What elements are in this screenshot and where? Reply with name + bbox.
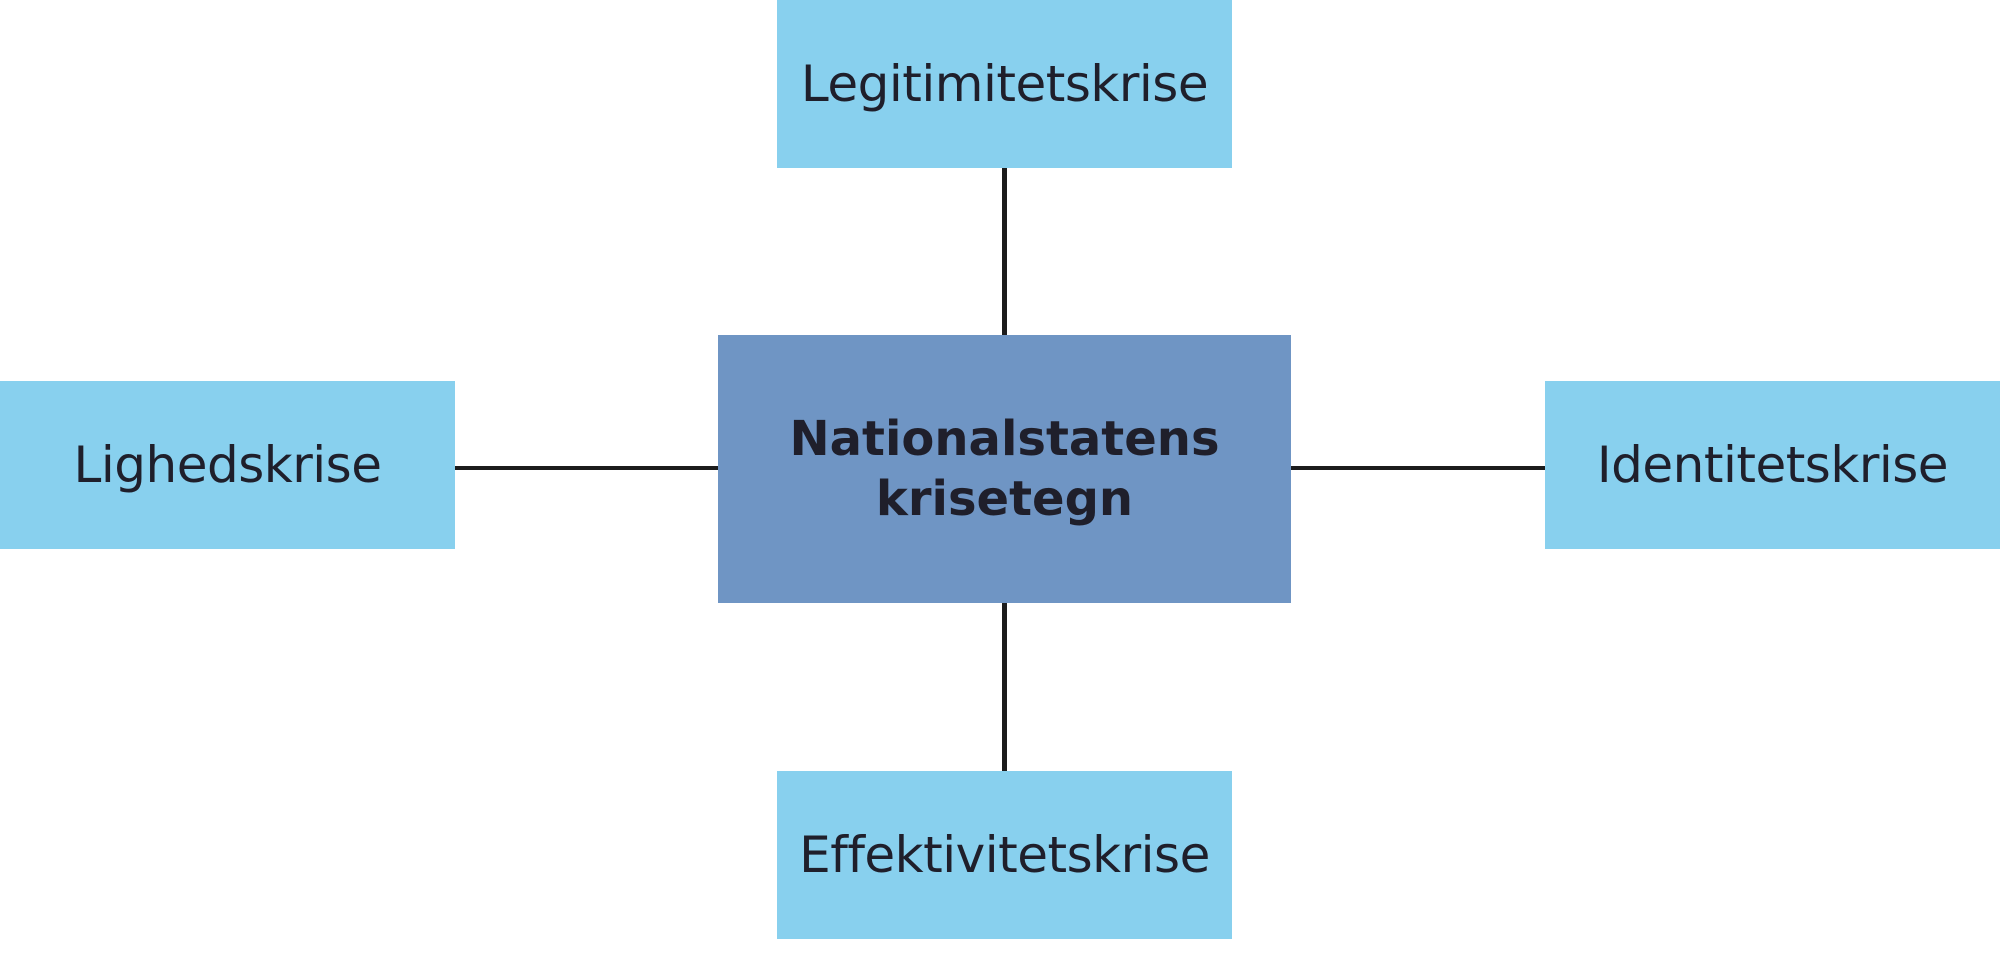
center-label-line-1: Nationalstatens [789,411,1220,467]
connector-right [1291,466,1545,470]
node-label: Lighedskrise [73,436,382,494]
node-lighedskrise: Lighedskrise [0,381,455,549]
node-label: Effektivitetskrise [799,826,1210,884]
node-legitimitetskrise: Legitimitetskrise [777,0,1232,168]
center-label-line-2: krisetegn [875,471,1134,527]
center-node: Nationalstatens krisetegn [718,335,1291,603]
node-label: Legitimitetskrise [800,55,1209,113]
node-effektivitetskrise: Effektivitetskrise [777,771,1232,939]
connector-top [1002,168,1007,335]
connector-bottom [1002,603,1007,771]
node-label: Identitetskrise [1596,436,1949,494]
node-identitetskrise: Identitetskrise [1545,381,2000,549]
center-label: Nationalstatens krisetegn [789,409,1219,529]
connector-left [455,466,718,470]
